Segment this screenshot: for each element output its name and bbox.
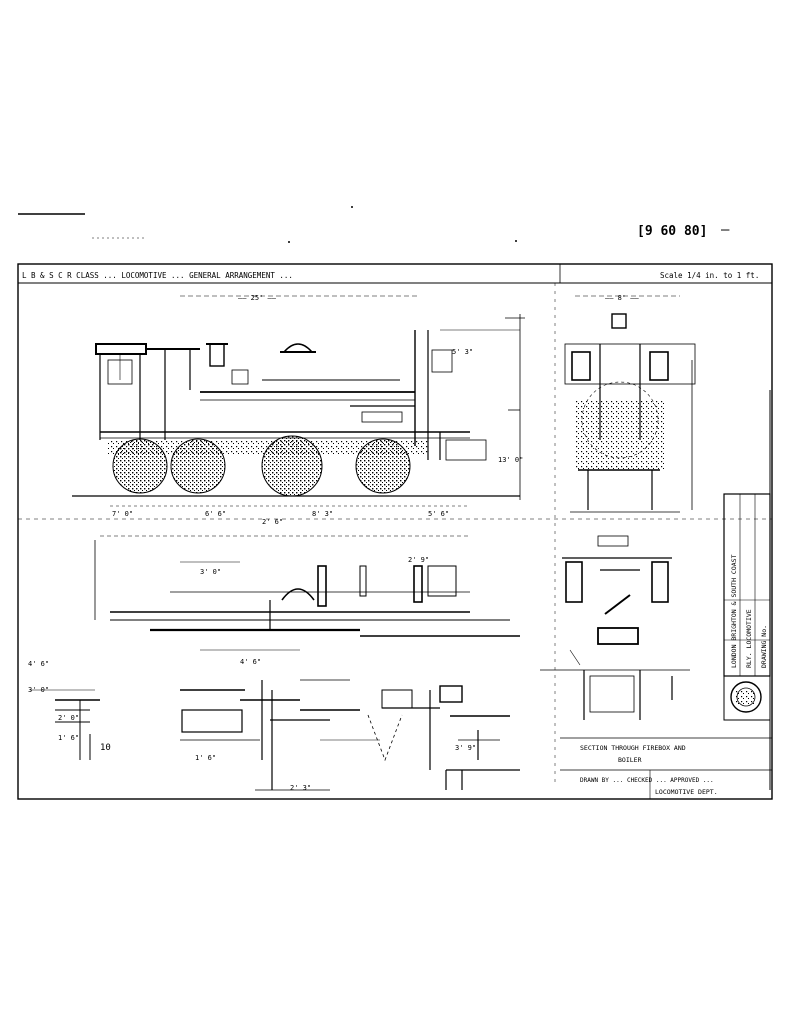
reference-dash: — [721, 222, 730, 238]
lower-sections [180, 679, 520, 791]
left-dimension-b: 3' 0" [28, 686, 49, 694]
end-view-stipple [574, 400, 664, 470]
left-dimension-d: 1' 6" [58, 734, 79, 742]
scale-note: Scale 1/4 in. to 1 ft. [660, 271, 759, 280]
sheet-frame [17, 263, 773, 800]
section-dimension-b: 2' 3" [290, 784, 311, 792]
end-section [540, 535, 690, 720]
side-elevation [72, 295, 525, 507]
title-block-line-1: LONDON BRIGHTON & SOUTH COAST [730, 554, 738, 668]
footer-line-2: LOCOMOTIVE DEPT. [655, 788, 718, 796]
chimney-dimension: 5' 3" [452, 348, 473, 356]
footer-line-1: DRAWN BY ... CHECKED ... APPROVED ... [580, 777, 714, 784]
caption-line-2: BOILER [618, 756, 642, 764]
left-dimension-c: 2' 0" [58, 714, 79, 722]
wheelbase-c: 8' 3" [312, 510, 333, 518]
left-detail [30, 689, 100, 760]
section-dimension-c: 3' 9" [455, 744, 476, 752]
end-view-dimension: —— 8' —— [605, 294, 640, 302]
side-view-dimension: —— 25' —— [238, 294, 277, 302]
plan-dimension-a: 3' 0" [200, 568, 221, 576]
plan-dimension-c: 2' 9" [408, 556, 429, 564]
wheelbase-b: 6' 6" [205, 510, 226, 518]
plan-view [94, 535, 520, 651]
axle-end-dimension: 2' 6" [262, 518, 283, 526]
caption-line-1: SECTION THROUGH FIREBOX AND [580, 744, 686, 752]
title-strip-text: L B & S C R CLASS ... LOCOMOTIVE ... GEN… [22, 271, 293, 280]
left-dimension-e: 10 [100, 743, 111, 753]
top-header: [9 60 80] — [18, 206, 730, 243]
wheels [108, 435, 428, 497]
company-seal [736, 689, 756, 705]
title-block [560, 390, 772, 799]
section-dimension-a: 1' 6" [195, 754, 216, 762]
wheelbase-d: 5' 6" [428, 510, 449, 518]
wheelbase-a: 7' 0" [112, 510, 133, 518]
plan-dimension-b: 4' 6" [240, 658, 261, 666]
title-block-line-3: DRAWING No. [760, 625, 768, 668]
reference-code: [9 60 80] [637, 224, 707, 239]
height-dimension: 13' 0" [498, 456, 523, 464]
left-dimension-a: 4' 6" [28, 660, 49, 668]
title-block-line-2: RLY. LOCOMOTIVE [745, 609, 753, 668]
